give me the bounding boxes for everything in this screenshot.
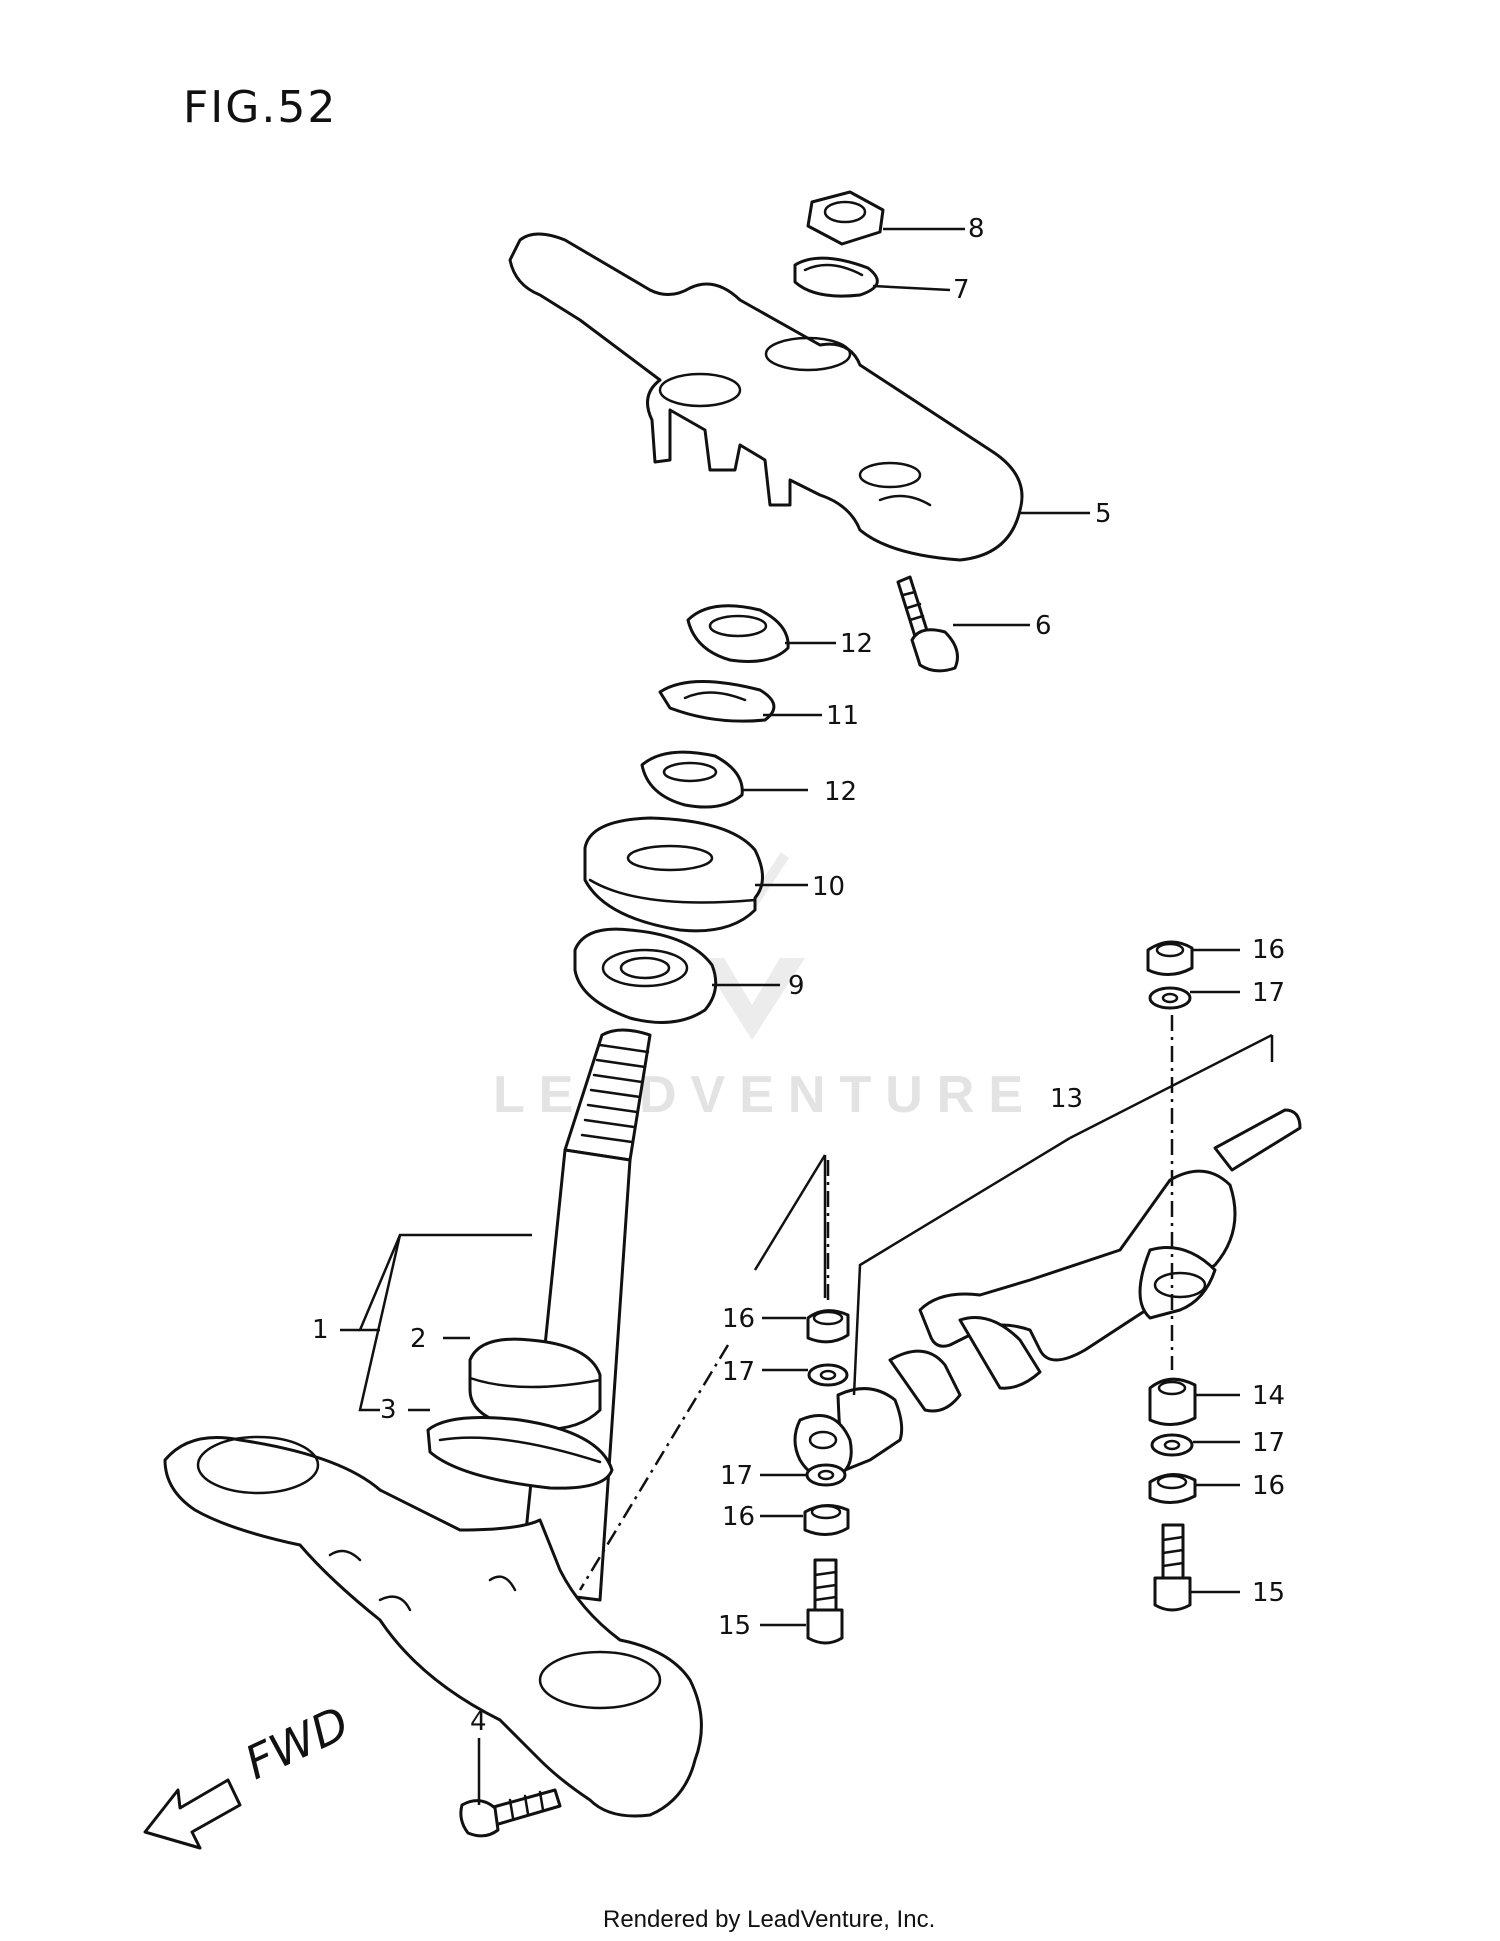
callout-11: 11	[826, 701, 859, 731]
callout-3: 3	[380, 1395, 397, 1425]
part-11-lock-washer[interactable]	[658, 679, 776, 723]
callout-16-right-lower: 16	[1252, 1471, 1285, 1501]
callout-17-left-upper: 17	[722, 1357, 755, 1387]
figure-title: FIG.52	[183, 82, 337, 133]
part-9-bearing[interactable]	[573, 927, 718, 1024]
callout-16-right-upper: 16	[1252, 935, 1285, 965]
callout-15-right: 15	[1252, 1578, 1285, 1608]
callout-17-left-lower: 17	[720, 1461, 753, 1491]
part-17-washer-right-lower[interactable]	[1150, 1433, 1194, 1457]
callout-12-lower: 12	[824, 777, 857, 807]
leader-lines	[340, 227, 1274, 1805]
callout-4: 4	[470, 1707, 487, 1737]
part-14-bushing-right[interactable]	[1148, 1377, 1197, 1426]
part-8-nut[interactable]	[806, 190, 885, 246]
part-13-steering-damper[interactable]	[793, 1108, 1302, 1480]
callout-12-upper: 12	[840, 629, 873, 659]
part-17-washer-left-lower[interactable]	[805, 1463, 847, 1487]
part-12-ring-nut-lower[interactable]	[640, 750, 744, 809]
part-7-washer[interactable]	[793, 256, 879, 298]
part-12-ring-nut-upper[interactable]	[686, 604, 790, 663]
callout-6: 6	[1035, 611, 1052, 641]
part-16-bushing-right-lower[interactable]	[1148, 1473, 1197, 1504]
callout-13: 13	[1050, 1084, 1083, 1114]
callout-5: 5	[1095, 499, 1112, 529]
part-5-upper-bracket[interactable]	[508, 232, 1024, 562]
part-15-bolt-left[interactable]	[806, 1558, 844, 1645]
callout-8: 8	[968, 214, 985, 244]
callout-1: 1	[312, 1315, 329, 1345]
part-3-ring[interactable]	[426, 1416, 614, 1490]
footer-credit: Rendered by LeadVenture, Inc.	[603, 1906, 935, 1933]
callout-16-left-upper: 16	[722, 1304, 755, 1334]
callout-14: 14	[1252, 1381, 1285, 1411]
part-16-bushing-right-upper[interactable]	[1146, 940, 1194, 976]
callout-10: 10	[812, 872, 845, 902]
part-1-steering-stem[interactable]	[163, 1028, 703, 1818]
part-10-bearing-cover[interactable]	[583, 816, 764, 933]
callout-17-right-lower: 17	[1252, 1428, 1285, 1458]
callout-15-left: 15	[718, 1611, 751, 1641]
callout-9: 9	[788, 971, 805, 1001]
part-15-bolt-right[interactable]	[1153, 1523, 1192, 1612]
callout-16-left-lower: 16	[722, 1502, 755, 1532]
part-16-bushing-left-lower[interactable]	[803, 1504, 850, 1536]
callout-17-right-upper: 17	[1252, 978, 1285, 1008]
part-17-washer-left-upper[interactable]	[807, 1363, 849, 1387]
forward-direction-label: FWD	[237, 1696, 357, 1790]
part-6-bolt[interactable]	[896, 575, 959, 673]
part-17-washer-right-upper[interactable]	[1148, 986, 1192, 1010]
part-4-bolt[interactable]	[459, 1788, 562, 1838]
callout-7: 7	[953, 275, 970, 305]
part-16-bushing-left-upper[interactable]	[806, 1309, 850, 1344]
callout-2: 2	[410, 1324, 427, 1354]
forward-arrow-icon	[143, 1778, 242, 1850]
part-2-bearing[interactable]	[468, 1337, 602, 1432]
